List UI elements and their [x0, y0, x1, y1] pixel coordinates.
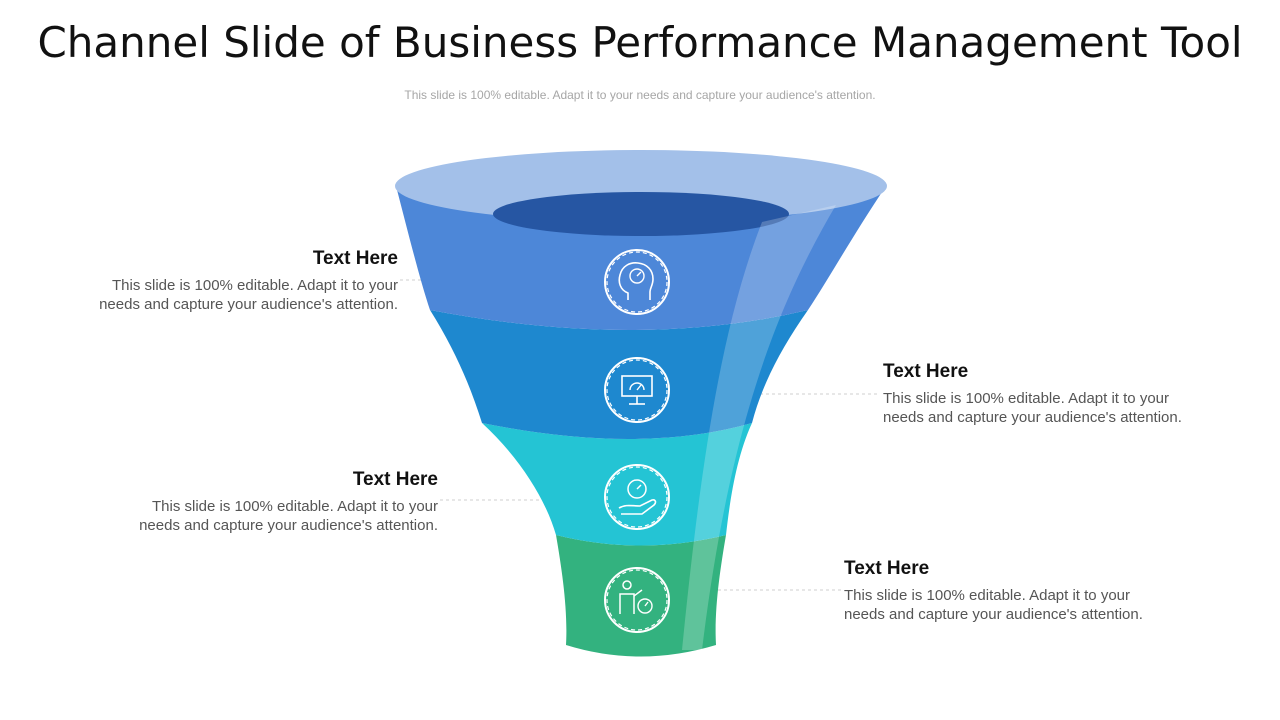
- stage-body-2: This slide is 100% editable. Adapt it to…: [883, 390, 1182, 426]
- stage-body-4: This slide is 100% editable. Adapt it to…: [844, 587, 1143, 623]
- slide-subtitle: This slide is 100% editable. Adapt it to…: [404, 88, 876, 102]
- stage-body-1: This slide is 100% editable. Adapt it to…: [99, 277, 398, 313]
- stage-heading-4: Text Here: [844, 558, 930, 579]
- stage-icon-3: [604, 464, 670, 530]
- stage-icon-2: [604, 357, 670, 423]
- funnel-opening: [493, 192, 789, 236]
- funnel-highlight: [682, 205, 836, 650]
- stage-text-3: Text Here This slide is 100% editable. A…: [80, 469, 438, 535]
- funnel-segment-4: [556, 535, 726, 657]
- stage-icon-4: [604, 567, 670, 633]
- stage-text-1: Text Here This slide is 100% editable. A…: [60, 248, 398, 314]
- funnel-segment-3: [482, 423, 752, 546]
- slide-title: Channel Slide of Business Performance Ma…: [37, 18, 1243, 67]
- stage-text-4: Text Here This slide is 100% editable. A…: [844, 558, 1204, 624]
- funnel-segment-2: [430, 310, 808, 439]
- stage-heading-2: Text Here: [883, 361, 969, 382]
- stage-heading-3: Text Here: [352, 469, 438, 490]
- stage-text-2: Text Here This slide is 100% editable. A…: [883, 361, 1243, 427]
- stage-icon-1: [604, 249, 670, 315]
- stage-body-3: This slide is 100% editable. Adapt it to…: [139, 498, 438, 534]
- stage-heading-1: Text Here: [312, 248, 398, 269]
